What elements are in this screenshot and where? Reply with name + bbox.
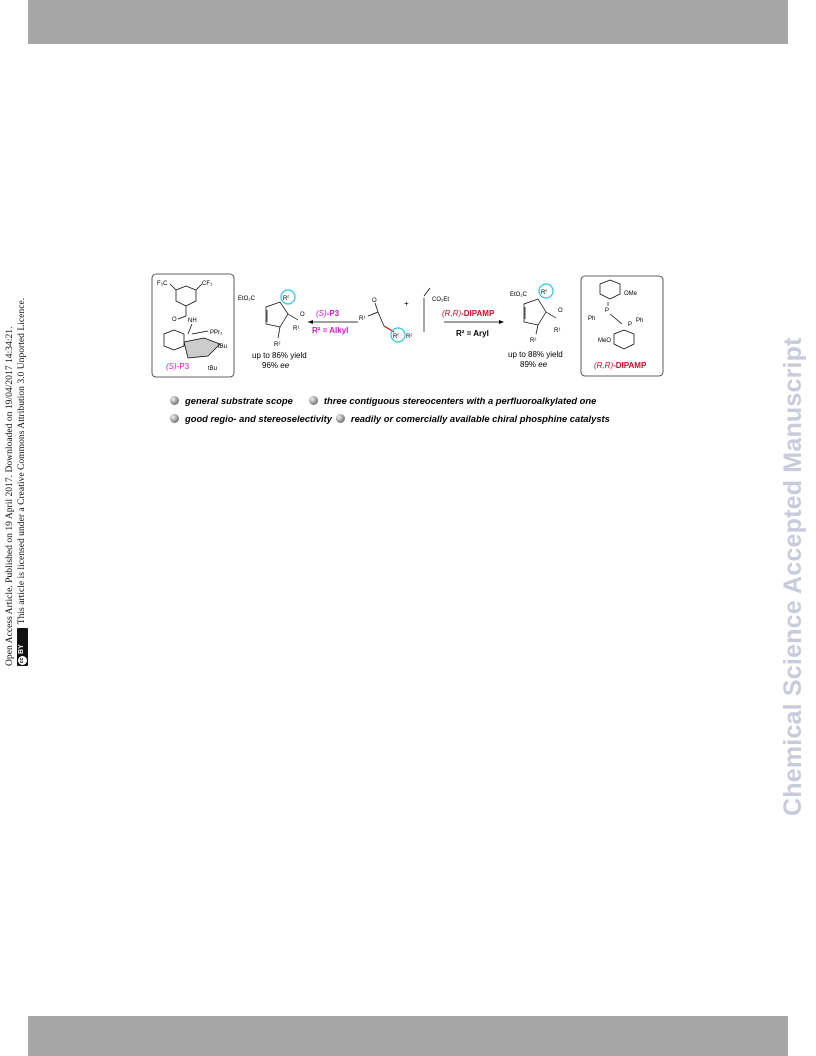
svg-text:P: P: [605, 308, 609, 314]
svg-text:Ph: Ph: [636, 318, 643, 324]
svg-text:Ph: Ph: [588, 316, 595, 322]
svg-text:EtO₂C: EtO₂C: [510, 292, 528, 298]
svg-text:P: P: [628, 322, 632, 328]
license-line-2[interactable]: This article is licensed under a Creativ…: [16, 297, 27, 625]
bullet-icon: [170, 395, 179, 405]
svg-text:R¹: R¹: [359, 316, 365, 322]
svg-text:R²: R²: [406, 334, 412, 340]
left-arrow: (S)-P3 R² = Alkyl: [308, 309, 358, 335]
svg-text:CF₃: CF₃: [202, 281, 213, 287]
svg-text:tBu: tBu: [218, 344, 227, 350]
svg-text:CO₂Et: CO₂Et: [432, 297, 449, 303]
svg-text:+: +: [404, 299, 409, 308]
svg-text:(R,R)-DIPAMP: (R,R)-DIPAMP: [442, 309, 495, 318]
reaction-scheme: F₃C CF₃ O NH PPr₂ tBu tBu (S)-P3 EtO₂C R…: [148, 272, 668, 384]
highlight-item: good regio- and stereoselectivity: [185, 412, 332, 424]
right-product-structure: EtO₂C Rᶠ R² O R¹: [510, 283, 563, 344]
svg-text:O: O: [172, 317, 177, 323]
right-arrow: (R,R)-DIPAMP R² = Aryl: [442, 309, 504, 338]
journal-watermark: Chemical Science Accepted Manuscript: [779, 337, 807, 816]
svg-text:NH: NH: [188, 318, 197, 324]
svg-text:Rᶠ: Rᶠ: [541, 289, 547, 296]
starting-materials: O R¹ Rᶠ R² + CO₂Et: [359, 287, 449, 343]
cc-by-badge-icon[interactable]: cc BY: [16, 628, 28, 666]
svg-text:EtO₂C: EtO₂C: [238, 296, 256, 302]
left-product-structure: EtO₂C Rᶠ R² O R¹: [238, 289, 305, 348]
bullet-icon: [335, 413, 345, 423]
highlights-row-1: general substrate scope three contiguous…: [170, 391, 690, 409]
highlight-item: general substrate scope: [185, 394, 293, 406]
svg-text:R²: R²: [530, 338, 536, 344]
svg-text:Rᶠ: Rᶠ: [283, 295, 289, 302]
svg-text:O: O: [558, 308, 563, 314]
svg-text:F₃C: F₃C: [157, 281, 168, 287]
right-ee: 89% ee: [520, 360, 548, 369]
right-yield: up to 88% yield: [508, 350, 563, 359]
license-notice: Open Access Article. Published on 19 Apr…: [4, 206, 34, 666]
svg-text:R¹: R¹: [293, 326, 299, 332]
highlight-item: readily or comercially available chiral …: [350, 412, 610, 424]
left-catalyst-structure: F₃C CF₃ O NH PPr₂ tBu tBu (S)-P3: [151, 273, 235, 378]
svg-text:MeO: MeO: [598, 338, 611, 344]
left-yield: up to 86% yield: [252, 351, 307, 360]
license-line-1: Open Access Article. Published on 19 Apr…: [4, 326, 15, 666]
highlight-item: three contiguous stereocenters with a pe…: [323, 394, 597, 406]
right-catalyst-structure: OMe P Ph P Ph MeO (R,R)-DIPAMP: [580, 275, 664, 377]
svg-text:PPr₂: PPr₂: [210, 330, 223, 336]
svg-text:(S)-P3: (S)-P3: [316, 309, 340, 318]
footer-bar: [28, 1016, 788, 1056]
svg-text:O: O: [300, 312, 305, 318]
svg-text:R²: R²: [274, 342, 280, 348]
svg-text:R¹: R¹: [554, 328, 560, 334]
left-ee: 96% ee: [262, 361, 290, 370]
bullet-icon: [308, 395, 318, 405]
svg-text:tBu: tBu: [208, 366, 217, 372]
highlights-row-2: good regio- and stereoselectivity readil…: [170, 409, 690, 427]
svg-text:R² = Aryl: R² = Aryl: [456, 329, 489, 338]
svg-text:R² = Alkyl: R² = Alkyl: [312, 326, 348, 335]
svg-text:(R,R)-DIPAMP: (R,R)-DIPAMP: [594, 361, 647, 370]
reaction-scheme-svg: F₃C CF₃ O NH PPr₂ tBu tBu (S)-P3 EtO₂C R…: [151, 273, 664, 378]
svg-text:O: O: [372, 298, 377, 304]
bullet-icon: [170, 413, 179, 423]
svg-text:Rᶠ: Rᶠ: [393, 333, 399, 340]
highlights-list: general substrate scope three contiguous…: [170, 391, 690, 427]
header-bar: [28, 0, 788, 44]
svg-text:(S)-P3: (S)-P3: [166, 362, 190, 371]
svg-text:OMe: OMe: [624, 291, 638, 297]
